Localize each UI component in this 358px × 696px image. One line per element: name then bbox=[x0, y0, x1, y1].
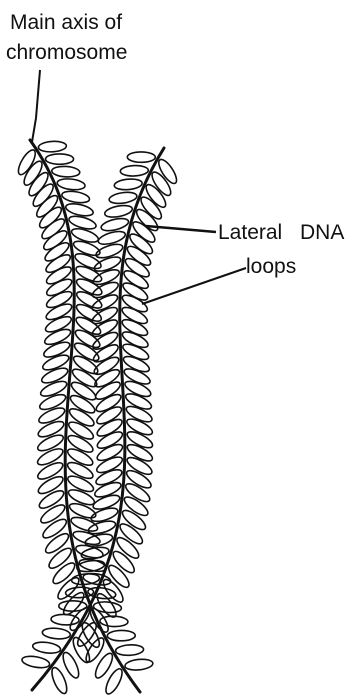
lateral-dna-loop bbox=[32, 641, 61, 655]
lateral-dna-loop bbox=[122, 354, 152, 375]
lateral-dna-loop bbox=[44, 301, 74, 323]
lateral-dna-loop bbox=[123, 255, 152, 280]
lateral-dna-loop bbox=[38, 141, 67, 153]
lateral-dna-loop bbox=[44, 264, 73, 287]
lateral-dna-loop bbox=[122, 366, 152, 387]
lateral-dna-loop bbox=[110, 548, 137, 575]
lateral-dna-loop bbox=[94, 404, 123, 427]
main-axis-leader-line bbox=[32, 70, 40, 142]
main-axis-label-line2: chromosome bbox=[6, 40, 127, 66]
lateral-dna-loop bbox=[44, 276, 74, 299]
loops-label: loops bbox=[246, 254, 296, 280]
lateral-dna-loop bbox=[120, 317, 150, 339]
main-axis-label-line1: Main axis of bbox=[10, 10, 122, 36]
lateral-label: Lateral bbox=[218, 220, 282, 246]
lateral-dna-loop bbox=[127, 231, 155, 257]
lateral-dna-loop bbox=[104, 204, 133, 220]
lateral-dna-loop bbox=[41, 228, 70, 253]
lateral-dna-loop bbox=[93, 601, 122, 614]
dna-label: DNA bbox=[300, 220, 344, 246]
lateral-dna-loop bbox=[156, 157, 180, 186]
lateral-dna-loop bbox=[120, 329, 150, 351]
lateral-dna-loop bbox=[21, 654, 50, 669]
lateral-dna-loop bbox=[59, 601, 87, 611]
lateral-dna-loop bbox=[97, 229, 127, 247]
lateral-dna-loop bbox=[65, 202, 95, 218]
lateral-dna-loop bbox=[46, 154, 74, 164]
lateral-dna-loop bbox=[122, 268, 151, 292]
lateral-dna-loop bbox=[100, 216, 130, 233]
lateral-dna-loop bbox=[114, 178, 143, 191]
lateral-dna-loop bbox=[51, 166, 80, 178]
lateral-dna-loop bbox=[43, 531, 71, 557]
lateral-dna-loop bbox=[80, 545, 109, 560]
lateral-dna-loop bbox=[121, 280, 150, 303]
lateral-dna-loop bbox=[42, 627, 71, 640]
lateral-dna-loop bbox=[57, 178, 86, 192]
lateral-dna-loop bbox=[107, 630, 135, 641]
lateral-dna-loop bbox=[39, 216, 67, 242]
lateral-dna-loop bbox=[127, 152, 155, 163]
lateral-dna-loop bbox=[44, 289, 74, 311]
lateral-dna-loop bbox=[108, 191, 137, 205]
lateral-dna-loop bbox=[93, 379, 122, 402]
lateral-dna-loop bbox=[61, 590, 87, 618]
lateral-dna-loop bbox=[130, 219, 158, 246]
lateral-dna-loop bbox=[46, 545, 74, 571]
lateral-dna-loop bbox=[120, 304, 150, 326]
lateral-dna-loop bbox=[125, 243, 154, 268]
lateral-dna-loop bbox=[95, 454, 125, 476]
lateral-dna-loop bbox=[61, 189, 90, 204]
lateral-dna-loop bbox=[94, 391, 123, 414]
lateral-dna-loop bbox=[92, 354, 121, 377]
lateral-dna-loop bbox=[49, 666, 70, 696]
lateral-dna-loop bbox=[124, 658, 153, 671]
dna-loops-leader-line bbox=[142, 268, 246, 304]
lateral-dna-loop bbox=[95, 429, 125, 452]
lateral-dna-loop bbox=[115, 644, 144, 656]
lateral-dna-loop bbox=[43, 240, 72, 265]
lateral-dna-loop bbox=[95, 441, 125, 463]
lateral-dna-loop bbox=[121, 341, 151, 362]
lateral-dna-loop bbox=[95, 416, 124, 439]
lateral-dna-loop bbox=[91, 329, 120, 352]
lateral-dna-loop bbox=[87, 606, 111, 635]
lateral-dna-loop bbox=[44, 252, 73, 276]
lateral-dna-loop bbox=[120, 165, 148, 177]
lateral-dna-loop bbox=[106, 562, 132, 590]
